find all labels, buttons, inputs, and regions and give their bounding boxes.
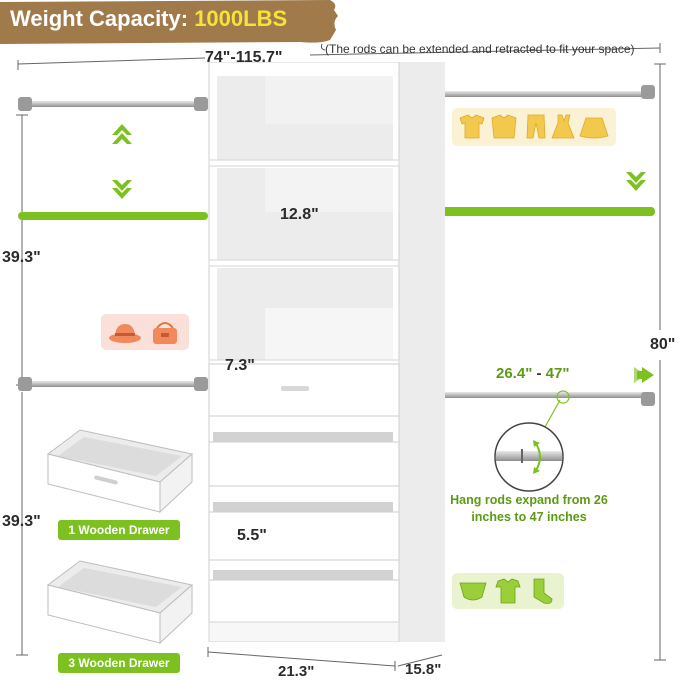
baby-clothes-badge xyxy=(452,573,564,609)
closet-cabinet xyxy=(208,62,445,642)
clothes-badge xyxy=(452,108,616,146)
single-drawer-illustration xyxy=(46,429,194,514)
hat-icon xyxy=(109,324,141,343)
hang-rods-caption: Hang rods expand from 26 inches to 47 in… xyxy=(450,493,608,524)
total-height-dimension: 80" xyxy=(650,336,676,353)
skirt-icon xyxy=(579,117,609,139)
weight-capacity-value: 1000LBS xyxy=(194,6,288,31)
dress-icon xyxy=(551,114,575,139)
pants-icon xyxy=(526,114,546,139)
move-arrows-left xyxy=(112,124,132,199)
upper-right-rod xyxy=(415,85,655,101)
shelf-gap-dimension: 12.8" xyxy=(280,206,319,223)
middle-right-rod xyxy=(415,388,655,406)
upper-rod-height-dimension: 39.3" xyxy=(2,249,41,266)
move-arrows-right xyxy=(626,172,646,191)
lower-rod-height-dimension: 39.3" xyxy=(2,513,41,530)
middle-left-rod xyxy=(18,377,208,391)
lowered-left-rod xyxy=(18,212,208,220)
handbag-icon xyxy=(153,322,177,344)
lowered-right-rod xyxy=(415,207,655,216)
jacket-icon xyxy=(491,114,517,139)
accessory-badge xyxy=(101,314,189,350)
rod-detail-magnifier xyxy=(494,390,570,492)
top-drawer-dimension: 7.3" xyxy=(225,357,255,374)
sweater-icon xyxy=(459,114,485,139)
sock-icon xyxy=(533,578,553,604)
one-drawer-label: 1 Wooden Drawer xyxy=(58,520,180,540)
cabinet-depth-dimension: 15.8" xyxy=(405,661,442,678)
onesie-icon xyxy=(495,578,521,604)
rod-range-dimension: 26.4" - 47" xyxy=(496,365,570,382)
weight-capacity-title: Weight Capacity: 1000LBS xyxy=(10,6,288,31)
three-drawer-illustration xyxy=(46,560,194,645)
upper-left-rod xyxy=(18,97,208,111)
three-drawer-label: 3 Wooden Drawer xyxy=(58,653,180,673)
header-banner xyxy=(0,0,338,44)
rod-extension-note: (The rods can be extended and retracted … xyxy=(325,42,635,56)
cabinet-width-dimension: 21.3" xyxy=(278,663,315,680)
lower-drawer-dimension: 5.5" xyxy=(237,527,267,544)
diaper-icon xyxy=(459,582,487,601)
